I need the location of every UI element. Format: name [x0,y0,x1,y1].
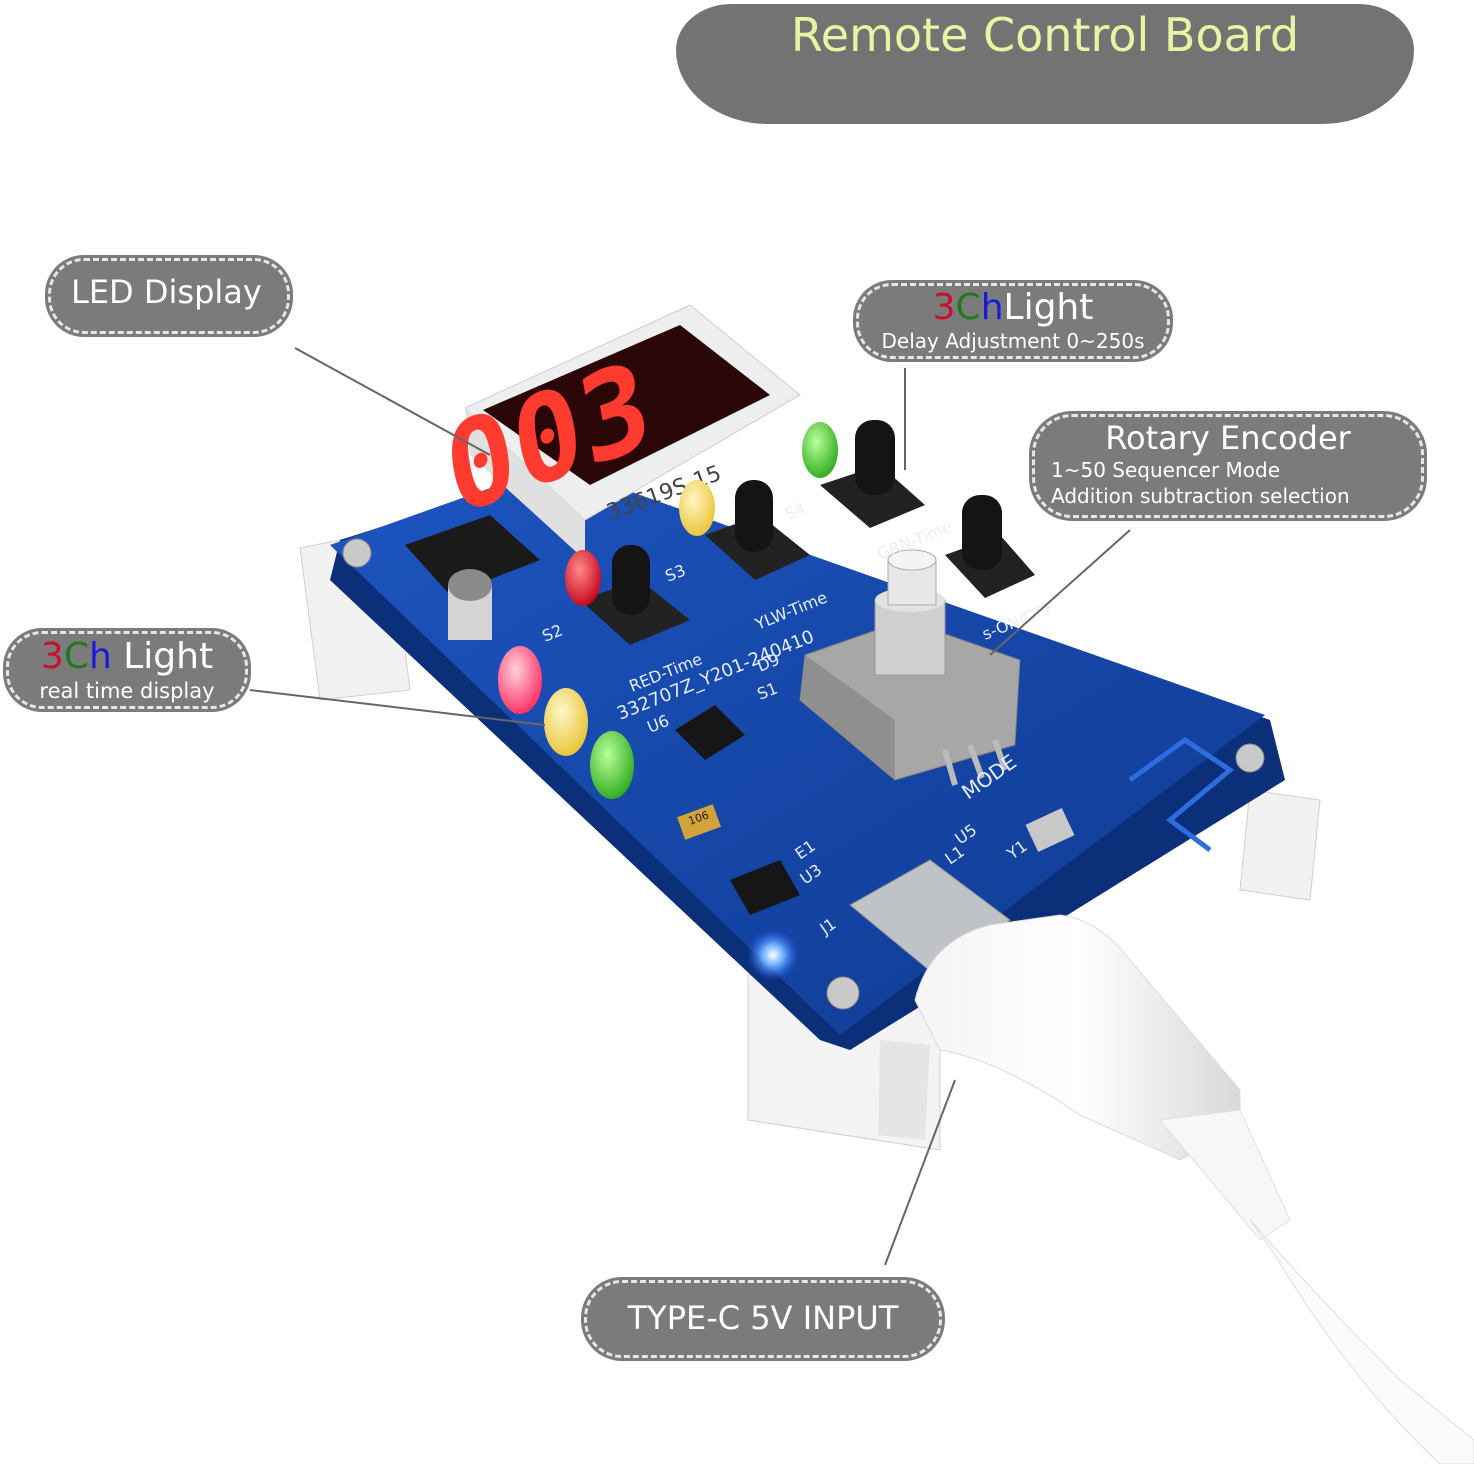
delay-prefix-h: h [980,287,1004,328]
indicator-leds [498,422,838,981]
delay-prefix-c: C [955,287,981,328]
callout-typec-input: TYPE-C 5V INPUT [584,1280,942,1358]
realtime-prefix-c: C [63,636,89,677]
typec-label: TYPE-C 5V INPUT [627,1299,899,1337]
page-title: Remote Control Board [790,8,1300,62]
usb-c-cable [849,859,1474,1464]
rotary-sub1: 1~50 Sequencer Mode [1051,458,1281,482]
tactile-buttons [580,420,1035,645]
callout-rotary-encoder: Rotary Encoder 1~50 Sequencer Mode Addit… [1032,414,1424,518]
pcb-board [330,465,1285,1050]
realtime-sub: real time display [39,679,215,703]
delay-sub: Delay Adjustment 0~250s [881,329,1145,353]
leader-lines [249,347,1131,1266]
callout-led-display-label: LED Display [71,273,262,311]
realtime-word: Light [111,636,214,677]
title-banner [676,4,1414,124]
delay-word: Light [1003,287,1094,328]
rotary-label: Rotary Encoder [1105,419,1351,457]
callout-realtime-display: 3Ch Light real time display [6,631,248,709]
callout-led-display: LED Display [48,258,290,334]
realtime-prefix-h: h [88,636,112,677]
rotary-sub2: Addition subtraction selection [1051,484,1350,508]
label-s4: S4 [782,498,808,523]
callout-delay-adjustment: 3ChLight Delay Adjustment 0~250s [856,283,1170,359]
delay-prefix-3: 3 [932,287,956,328]
rotary-encoder [799,549,1021,786]
realtime-prefix-3: 3 [40,636,64,677]
